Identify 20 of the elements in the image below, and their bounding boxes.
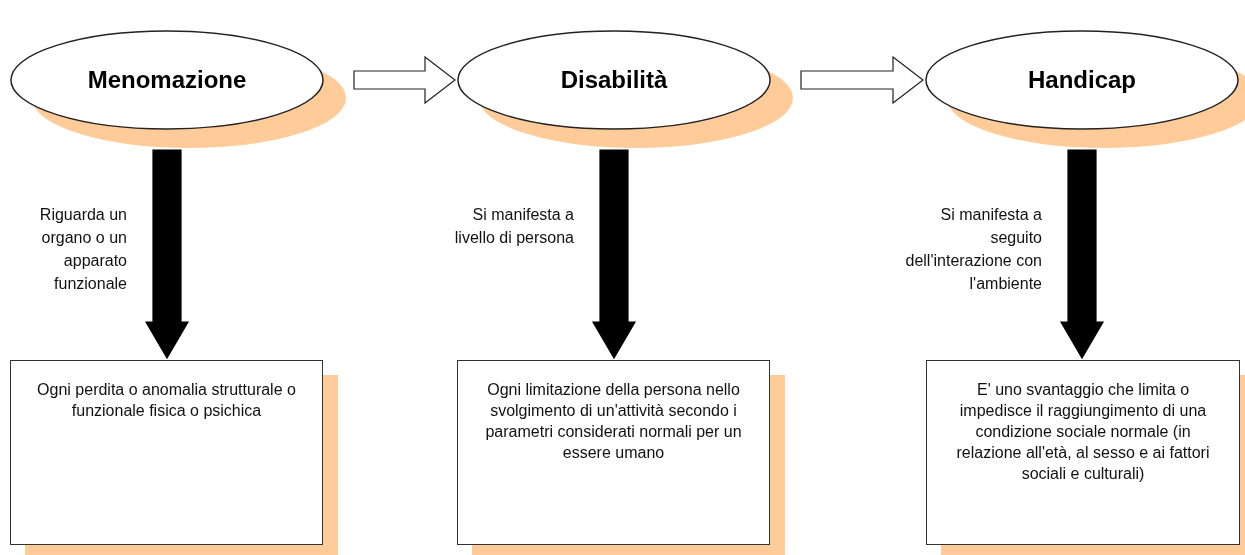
oval-node [10, 30, 324, 130]
outline-arrow [800, 55, 924, 105]
node-title: Disabilità [559, 66, 669, 94]
block-arrow [1059, 149, 1105, 360]
node-title: Menomazione [86, 66, 248, 94]
text-box [926, 360, 1240, 545]
outline-arrow [353, 55, 456, 105]
text-box [457, 360, 770, 545]
edge-label: Riguarda un organo o un apparato funzionale [38, 205, 127, 294]
box-text: Ogni perdita o anomalia strutturale o funzionale fisica o psichica [36, 380, 297, 421]
oval-node [457, 30, 771, 130]
edge-label: Si manifesta a livello di persona [453, 205, 574, 248]
node-title: Handicap [1027, 66, 1137, 94]
oval-node [925, 30, 1239, 130]
block-arrow [591, 149, 637, 360]
text-box [10, 360, 323, 545]
box-text: E' uno svantaggio che limita o impedisce il raggiungimento di una condizione sociale normale (in relazione all'età, al sesso e ai fattori sociali e culturali) [955, 380, 1211, 484]
edge-label: Si manifesta a seguito dell'interazione con l'ambiente [904, 205, 1042, 294]
box-text: Ogni limitazione della persona nello svolgimento di un'attività secondo i parametri considerati normali per un essere umano [484, 380, 743, 463]
block-arrow [144, 149, 190, 360]
